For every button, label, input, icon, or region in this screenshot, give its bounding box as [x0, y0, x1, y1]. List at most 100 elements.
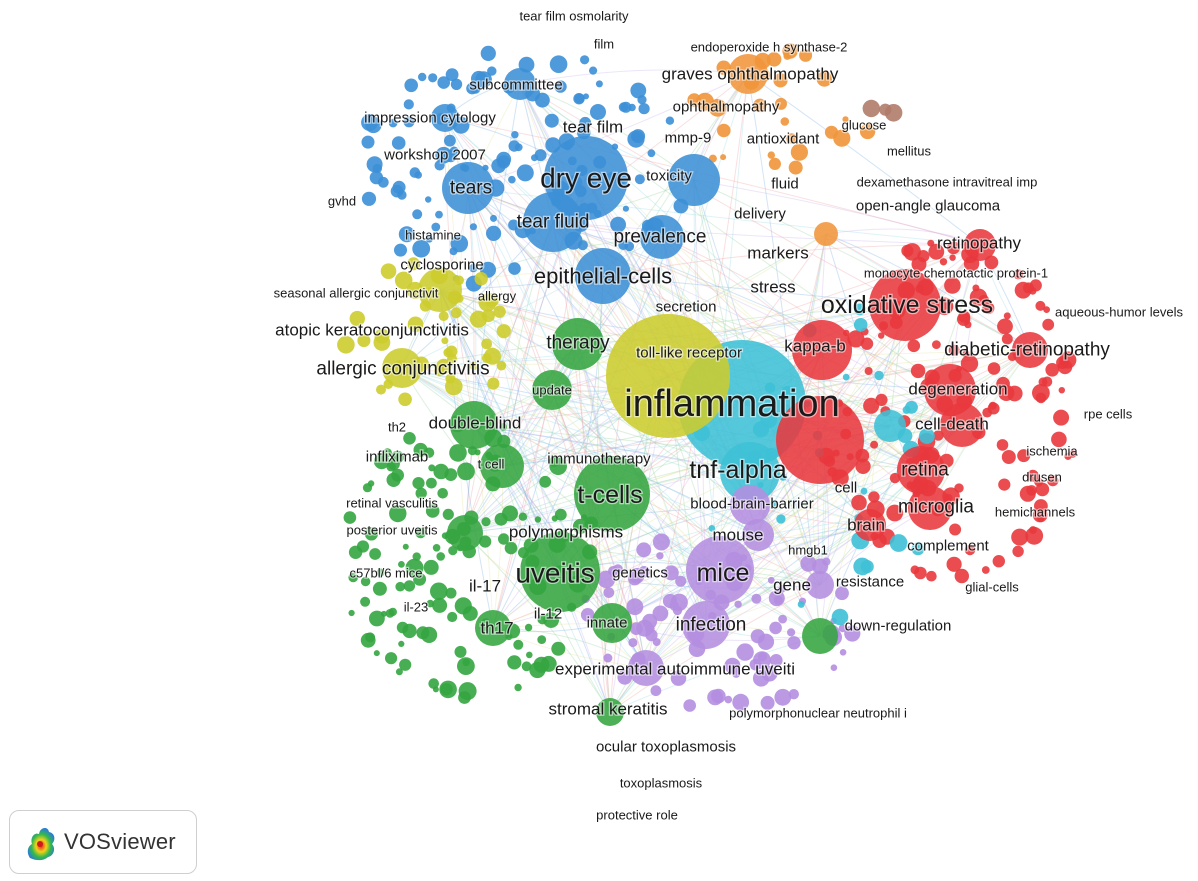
- term-node-green[interactable]: [432, 544, 441, 552]
- term-node-blue[interactable]: [618, 240, 629, 250]
- term-node-green[interactable]: [403, 432, 416, 445]
- term-node-red[interactable]: [998, 478, 1011, 491]
- term-node-purple[interactable]: [806, 571, 834, 599]
- term-node-purple[interactable]: [617, 669, 633, 685]
- term-node-blue[interactable]: [589, 66, 598, 75]
- term-node-orange[interactable]: [717, 123, 731, 138]
- term-node-orange[interactable]: [753, 98, 767, 113]
- term-label[interactable]: graves ophthalmopathy: [660, 63, 840, 85]
- term-node-cyan[interactable]: [860, 487, 868, 495]
- term-label[interactable]: immunotherapy: [546, 449, 652, 469]
- term-label[interactable]: t cell: [476, 455, 505, 473]
- term-node-yellow[interactable]: [450, 307, 462, 319]
- term-node-green[interactable]: [448, 546, 458, 556]
- term-label[interactable]: toll-like receptor: [635, 343, 743, 363]
- term-node-blue[interactable]: [631, 129, 646, 144]
- term-node-brown[interactable]: [862, 99, 880, 118]
- term-node-red[interactable]: [910, 363, 926, 379]
- term-label[interactable]: glucose: [840, 116, 887, 134]
- term-node-purple[interactable]: [732, 670, 741, 678]
- term-label[interactable]: mmp-9: [663, 128, 712, 148]
- term-node-red[interactable]: [978, 294, 990, 306]
- term-node-blue[interactable]: [403, 99, 414, 110]
- term-node-purple[interactable]: [830, 664, 838, 671]
- term-node-purple[interactable]: [839, 649, 847, 656]
- term-node-purple[interactable]: [675, 575, 687, 587]
- term-node-blue[interactable]: [418, 72, 427, 82]
- term-node-green[interactable]: [450, 401, 498, 449]
- term-label[interactable]: tears: [449, 176, 494, 200]
- term-label[interactable]: impression cytology: [363, 108, 498, 128]
- term-node-red[interactable]: [960, 354, 979, 373]
- term-label[interactable]: mice: [695, 558, 750, 589]
- term-node-blue[interactable]: [514, 143, 523, 152]
- term-node-red[interactable]: [1051, 431, 1067, 448]
- term-node-green[interactable]: [413, 442, 428, 458]
- term-node-yellow[interactable]: [469, 361, 478, 371]
- term-label[interactable]: mouse: [711, 524, 765, 546]
- term-node-red[interactable]: [1012, 545, 1024, 558]
- term-node-red[interactable]: [1001, 333, 1013, 345]
- term-node-red[interactable]: [958, 310, 971, 323]
- term-node-cyan[interactable]: [842, 373, 850, 381]
- term-node-red[interactable]: [1013, 269, 1024, 280]
- term-node-green[interactable]: [475, 610, 511, 646]
- term-node-green[interactable]: [398, 561, 405, 568]
- term-node-purple[interactable]: [663, 565, 679, 581]
- term-node-red[interactable]: [932, 340, 941, 349]
- term-node-blue[interactable]: [450, 78, 463, 91]
- term-node-purple[interactable]: [686, 536, 754, 604]
- term-label[interactable]: il-23: [402, 598, 429, 616]
- term-label[interactable]: delivery: [733, 204, 788, 224]
- term-label[interactable]: gene: [772, 574, 812, 596]
- term-label[interactable]: polymorphisms: [508, 521, 625, 543]
- term-node-green[interactable]: [454, 645, 467, 658]
- term-node-purple[interactable]: [628, 638, 638, 648]
- term-node-purple[interactable]: [682, 601, 730, 649]
- term-node-cyan[interactable]: [770, 500, 777, 507]
- term-node-green[interactable]: [521, 661, 532, 672]
- term-label[interactable]: allergy: [477, 287, 518, 305]
- term-node-red[interactable]: [1001, 450, 1016, 464]
- term-node-orange[interactable]: [768, 157, 782, 170]
- term-node-orange[interactable]: [816, 71, 833, 87]
- term-node-red[interactable]: [864, 367, 873, 375]
- term-node-orange[interactable]: [720, 154, 727, 161]
- term-node-green[interactable]: [395, 668, 403, 676]
- term-node-green[interactable]: [426, 477, 437, 489]
- term-node-orange[interactable]: [790, 143, 809, 161]
- term-label[interactable]: cell-death: [914, 413, 990, 435]
- term-node-red[interactable]: [870, 440, 879, 449]
- term-label[interactable]: endoperoxide h synthase-2: [689, 38, 848, 56]
- term-node-cyan[interactable]: [831, 608, 849, 626]
- term-node-green[interactable]: [592, 603, 632, 643]
- term-node-red[interactable]: [907, 339, 921, 353]
- term-label[interactable]: gvhd: [327, 192, 358, 210]
- term-node-blue[interactable]: [486, 225, 502, 241]
- term-node-green[interactable]: [421, 626, 438, 644]
- term-node-blue[interactable]: [508, 262, 521, 275]
- term-node-green[interactable]: [437, 488, 449, 499]
- term-label[interactable]: epithelial-cells: [533, 262, 674, 290]
- term-node-red[interactable]: [962, 350, 970, 358]
- term-node-cyan[interactable]: [874, 410, 906, 442]
- term-node-blue[interactable]: [444, 134, 456, 147]
- term-node-blue[interactable]: [366, 156, 383, 173]
- term-label[interactable]: aqueous-humor levels: [1054, 303, 1185, 321]
- term-node-purple[interactable]: [736, 643, 754, 661]
- term-node-green[interactable]: [449, 444, 467, 462]
- term-node-yellow[interactable]: [382, 348, 422, 388]
- term-node-blue[interactable]: [490, 214, 497, 222]
- term-node-green[interactable]: [442, 508, 454, 520]
- term-node-blue[interactable]: [412, 209, 423, 220]
- term-node-purple[interactable]: [730, 485, 770, 525]
- term-node-purple[interactable]: [742, 519, 774, 551]
- term-node-cyan[interactable]: [874, 370, 884, 381]
- term-node-red[interactable]: [847, 330, 865, 348]
- term-label[interactable]: tnf-alpha: [688, 455, 788, 486]
- term-node-green[interactable]: [405, 558, 424, 577]
- term-label[interactable]: il-12: [533, 604, 564, 624]
- term-node-blue[interactable]: [469, 263, 478, 273]
- term-node-green[interactable]: [389, 504, 407, 523]
- term-node-green[interactable]: [423, 559, 439, 575]
